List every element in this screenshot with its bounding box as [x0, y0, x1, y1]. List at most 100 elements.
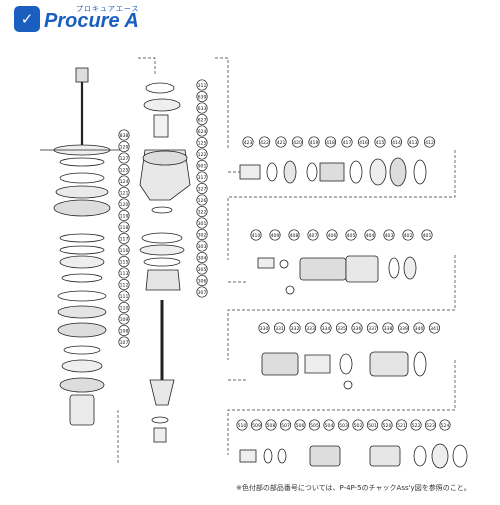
part-callout-327: 327	[196, 182, 208, 195]
part-callout-406: 406	[326, 229, 338, 241]
svg-text:417: 417	[343, 140, 352, 146]
svg-text:501: 501	[368, 423, 377, 429]
part-callout-409: 409	[269, 229, 281, 241]
svg-text:332: 332	[291, 326, 300, 332]
part-callout-121: 121	[118, 186, 130, 199]
svg-text:119: 119	[120, 213, 129, 219]
svg-text:423: 423	[244, 140, 253, 146]
logo-brand-text: Procure A	[44, 10, 139, 32]
part-callout-415: 415	[374, 136, 386, 148]
part-callout-305: 305	[196, 263, 208, 275]
svg-text:331: 331	[275, 326, 284, 332]
part-callout-639: 639	[196, 90, 208, 103]
row-f-parts	[239, 443, 468, 469]
svg-text:520: 520	[383, 423, 392, 429]
svg-text:633: 633	[198, 106, 207, 112]
svg-text:502: 502	[354, 423, 363, 429]
part-callout-419: 419	[308, 136, 320, 148]
svg-text:624: 624	[198, 129, 207, 135]
svg-text:407: 407	[309, 233, 318, 239]
svg-text:414: 414	[392, 140, 401, 146]
part-callout-111: 111	[118, 290, 130, 302]
svg-text:503: 503	[339, 423, 348, 429]
svg-text:409: 409	[271, 233, 280, 239]
svg-text:112: 112	[120, 282, 129, 288]
part-callout-303: 303	[196, 240, 208, 252]
part-callout-117: 117	[118, 232, 130, 245]
svg-text:306: 306	[198, 278, 207, 284]
part-callout-624: 624	[196, 125, 208, 137]
part-callout-404: 404	[364, 229, 376, 241]
part-callout-340: 340	[413, 322, 425, 334]
svg-text:341: 341	[430, 326, 439, 332]
part-callout-501: 501	[366, 419, 379, 431]
svg-text:311: 311	[198, 83, 207, 89]
part-callout-423: 423	[242, 136, 254, 148]
svg-text:401: 401	[423, 233, 432, 239]
part-callout-420: 420	[291, 136, 304, 148]
svg-text:627: 627	[198, 117, 207, 123]
part-callout-336: 336	[351, 322, 363, 334]
part-callout-410: 410	[250, 229, 262, 241]
svg-text:125: 125	[120, 167, 129, 173]
logo-mark-icon: ✓	[14, 6, 40, 32]
svg-text:122: 122	[198, 152, 207, 158]
part-callout-113: 113	[118, 267, 130, 279]
part-callout-332: 332	[289, 322, 301, 334]
part-callout-504: 504	[323, 419, 335, 431]
svg-text:420: 420	[293, 140, 302, 146]
part-callout-422: 422	[258, 136, 271, 148]
logo-kana: プロキュアエース	[76, 5, 140, 13]
svg-text:126: 126	[198, 198, 207, 204]
part-callout-339: 339	[397, 322, 410, 334]
part-callout-108: 108	[118, 324, 130, 337]
svg-text:405: 405	[347, 233, 356, 239]
svg-text:412: 412	[425, 140, 434, 146]
part-callout-118: 118	[118, 221, 130, 233]
svg-text:524: 524	[441, 423, 450, 429]
svg-text:408: 408	[290, 233, 299, 239]
svg-text:419: 419	[310, 140, 319, 146]
part-callout-521: 521	[395, 419, 408, 431]
svg-text:508: 508	[267, 423, 276, 429]
svg-text:307: 307	[198, 290, 207, 296]
part-callout-337: 337	[366, 322, 379, 334]
svg-text:418: 418	[326, 140, 335, 146]
part-callout-317: 317	[196, 171, 208, 183]
part-callout-414: 414	[390, 136, 403, 148]
svg-text:504: 504	[325, 423, 334, 429]
svg-text:838: 838	[120, 133, 129, 139]
svg-text:510: 510	[238, 423, 247, 429]
svg-text:304: 304	[198, 255, 207, 261]
svg-text:333: 333	[306, 326, 315, 332]
svg-text:110: 110	[120, 305, 129, 311]
svg-text:322: 322	[198, 209, 207, 215]
part-callout-129: 129	[118, 140, 130, 153]
svg-text:335: 335	[337, 326, 346, 332]
procure-a-logo: ✓ プロキュアエース Procure A	[14, 4, 184, 34]
svg-text:639: 639	[198, 94, 207, 100]
svg-text:505: 505	[310, 423, 319, 429]
row-e-parts	[261, 351, 427, 390]
part-callout-109: 109	[118, 313, 130, 325]
center-housing-assembly	[139, 82, 191, 443]
part-callout-338: 338	[382, 322, 394, 334]
part-callout-509: 509	[250, 419, 263, 431]
part-callout-520: 520	[381, 419, 393, 431]
part-callout-306: 306	[196, 274, 208, 287]
svg-text:421: 421	[277, 140, 286, 146]
svg-text:422: 422	[260, 140, 269, 146]
svg-text:120: 120	[120, 202, 129, 208]
svg-text:340: 340	[415, 326, 424, 332]
part-callout-416: 416	[357, 136, 370, 148]
part-callout-506: 506	[294, 419, 306, 431]
part-callout-417: 417	[341, 136, 353, 148]
part-callout-510: 510	[236, 419, 248, 431]
part-callout-408: 408	[288, 229, 300, 241]
part-callout-523: 523	[424, 419, 437, 431]
svg-text:522: 522	[412, 423, 421, 429]
svg-text:404: 404	[366, 233, 375, 239]
svg-text:129: 129	[120, 144, 129, 150]
